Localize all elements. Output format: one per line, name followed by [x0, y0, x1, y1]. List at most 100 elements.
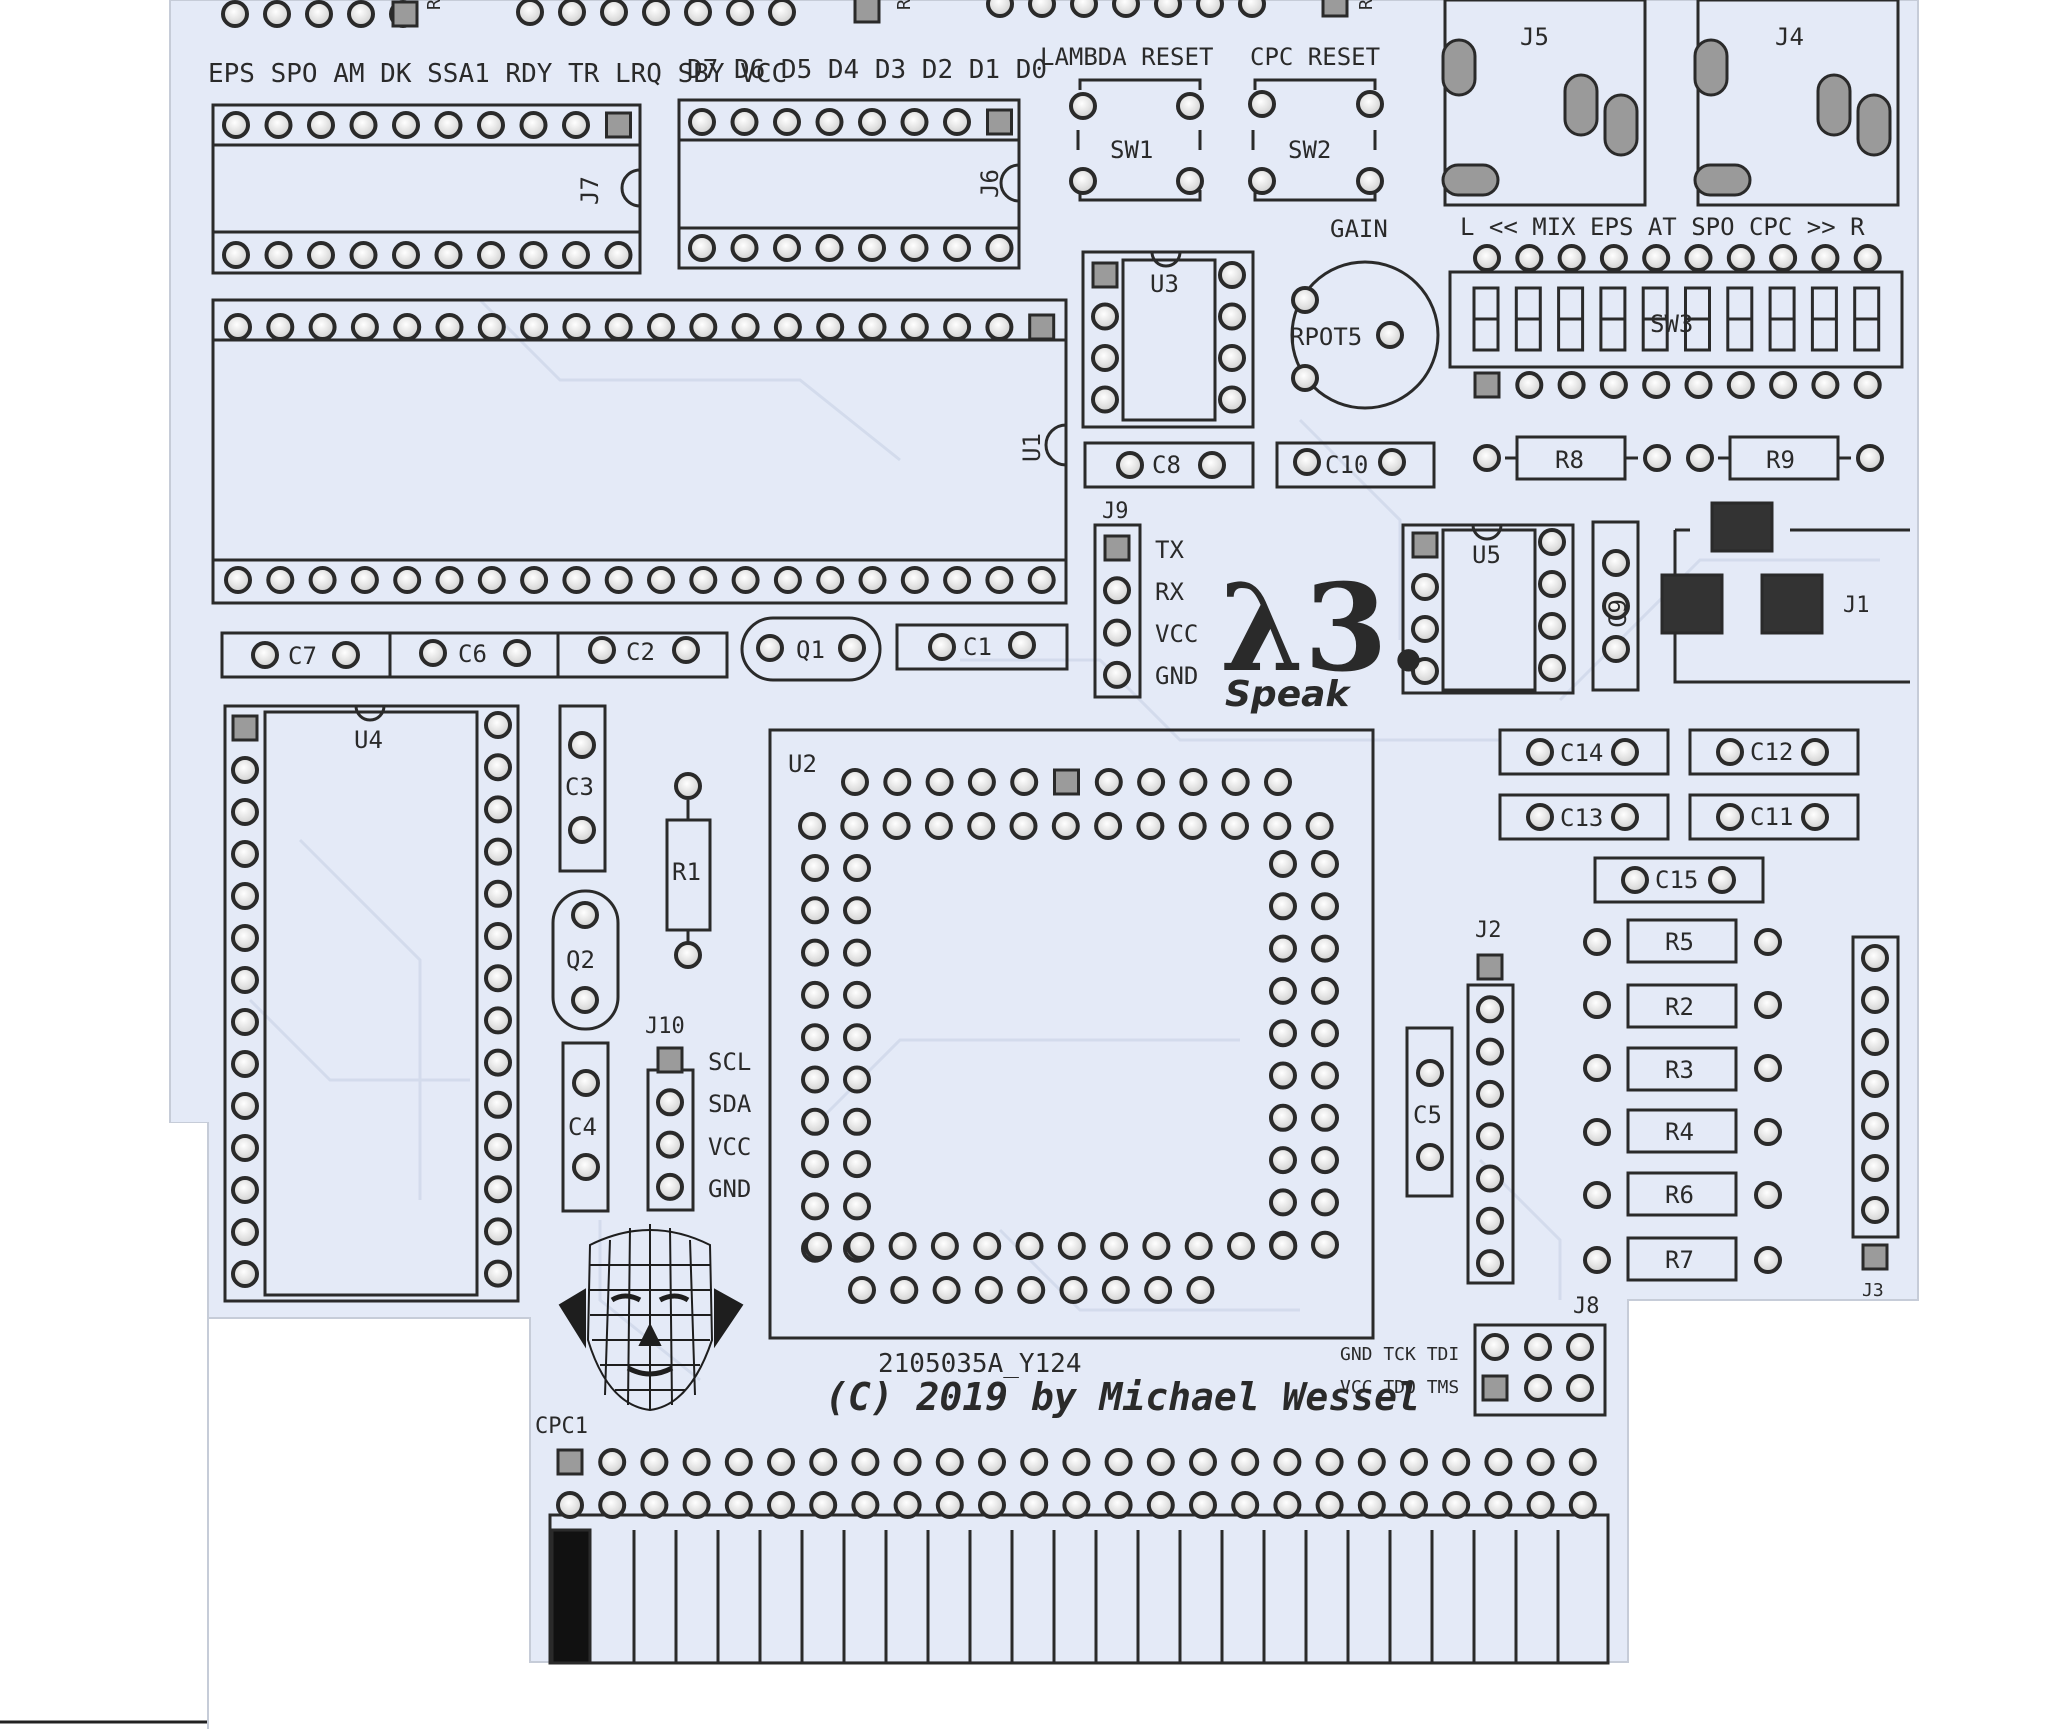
through-hole-pad	[640, 1448, 669, 1476]
through-hole-pad	[1557, 371, 1586, 399]
through-hole-pad	[568, 731, 596, 759]
through-hole-pad	[731, 566, 760, 594]
through-hole-pad	[568, 816, 596, 844]
through-hole-pad	[1524, 1374, 1552, 1402]
through-hole-pad	[1473, 444, 1501, 472]
through-hole-pad	[1273, 1448, 1302, 1476]
through-hole-pad	[656, 1130, 684, 1159]
through-hole-pad	[858, 566, 887, 594]
through-hole-pad	[672, 636, 700, 664]
through-hole-pad	[1179, 768, 1208, 796]
j9-pin-tx: TX	[1155, 536, 1184, 564]
label-lambda-reset: LAMBDA RESET	[1040, 43, 1213, 71]
through-hole-pad	[890, 1276, 919, 1304]
through-hole-pad	[1311, 1103, 1339, 1132]
through-hole-pad	[1481, 1333, 1509, 1361]
through-hole-pad	[883, 768, 912, 796]
through-hole-pad	[435, 566, 464, 594]
through-hole-pad	[562, 313, 591, 341]
through-hole-pad	[1094, 812, 1123, 840]
ref-u5: U5	[1472, 541, 1501, 569]
ref-j6: J6	[976, 169, 1004, 198]
through-hole-pad	[689, 566, 718, 594]
through-hole-pad	[967, 812, 996, 840]
through-hole-pad	[1221, 768, 1250, 796]
ref-q1: Q1	[796, 636, 825, 664]
through-hole-pad	[1411, 615, 1439, 643]
through-hole-pad	[484, 1048, 512, 1077]
through-hole-pad	[349, 111, 378, 139]
through-hole-pad	[484, 1133, 512, 1161]
through-hole-pad	[477, 111, 505, 139]
through-hole-pad	[1198, 451, 1226, 479]
through-hole-pad	[1062, 1448, 1091, 1476]
through-hole-pad	[1400, 1491, 1428, 1519]
through-hole-pad	[1062, 1491, 1091, 1519]
through-hole-pad	[308, 313, 337, 341]
through-hole-pad	[973, 1232, 1002, 1260]
through-hole-pad	[1269, 1061, 1297, 1090]
through-hole-pad	[1716, 738, 1744, 766]
ref-j8: J8	[1573, 1294, 1600, 1319]
through-hole-pad	[801, 980, 829, 1009]
j10-pin-labels: SCL SDA VCC GND	[708, 1048, 752, 1203]
ref-r4: R4	[1665, 1118, 1694, 1146]
through-hole-pad	[801, 938, 829, 967]
through-hole-pad	[1356, 167, 1384, 195]
j9-pin-labels: TX RX VCC GND	[1155, 536, 1198, 690]
pin1-square-pad	[391, 0, 419, 28]
through-hole-pad	[756, 634, 784, 662]
through-hole-pad	[1311, 1146, 1339, 1175]
through-hole-pad	[1476, 1037, 1504, 1066]
through-hole-pad	[1621, 866, 1649, 894]
pin1-square-pad	[1091, 261, 1119, 289]
through-hole-pad	[562, 111, 590, 139]
through-hole-pad	[1583, 928, 1611, 956]
through-hole-pad	[809, 1448, 838, 1476]
dip-switch-slots	[1472, 286, 1881, 352]
through-hole-pad	[1009, 812, 1038, 840]
through-hole-pad	[801, 1150, 829, 1179]
through-hole-pad	[571, 986, 599, 1014]
through-hole-pad	[1376, 321, 1404, 349]
through-hole-pad	[726, 0, 754, 26]
pin1-square-pad	[853, 0, 881, 24]
through-hole-pad	[1853, 244, 1882, 272]
through-hole-pad	[1861, 1070, 1889, 1098]
through-hole-pad	[1861, 1196, 1889, 1224]
ref-j1: J1	[1843, 593, 1870, 618]
through-hole-pad	[1526, 1448, 1555, 1476]
through-hole-pad	[1769, 371, 1798, 399]
through-hole-pad	[435, 313, 464, 341]
through-hole-pad	[1801, 738, 1829, 766]
pin1-square-pad	[1481, 1374, 1509, 1402]
through-hole-pad	[1269, 1146, 1297, 1175]
through-hole-pad	[1526, 803, 1554, 831]
ref-c13: C13	[1560, 804, 1603, 832]
through-hole-pad	[1116, 451, 1144, 479]
through-hole-pad	[588, 636, 616, 664]
ref-j5: J5	[1520, 23, 1549, 51]
ref-r2: R2	[1665, 993, 1694, 1021]
ref-c1: C1	[963, 633, 992, 661]
j9-pin-vcc: VCC	[1155, 620, 1198, 648]
through-hole-pad	[1091, 344, 1119, 372]
through-hole-pad	[858, 313, 887, 341]
through-hole-pad	[1101, 1276, 1130, 1304]
through-hole-pad	[773, 313, 802, 341]
through-hole-pad	[900, 234, 929, 262]
through-hole-pad	[642, 0, 670, 26]
through-hole-pad	[1754, 1181, 1782, 1209]
through-hole-pad	[477, 566, 506, 594]
through-hole-pad	[263, 0, 291, 28]
through-hole-pad	[1291, 364, 1319, 392]
through-hole-pad	[1716, 803, 1744, 831]
through-hole-pad	[1726, 244, 1755, 272]
through-hole-pad	[1754, 928, 1782, 956]
pin1-square-pad	[1473, 371, 1501, 399]
through-hole-pad	[307, 111, 335, 139]
through-hole-pad	[848, 1276, 876, 1304]
ref-cpc1: CPC1	[535, 1414, 588, 1439]
through-hole-pad	[1015, 1232, 1044, 1260]
through-hole-pad	[640, 1491, 669, 1519]
